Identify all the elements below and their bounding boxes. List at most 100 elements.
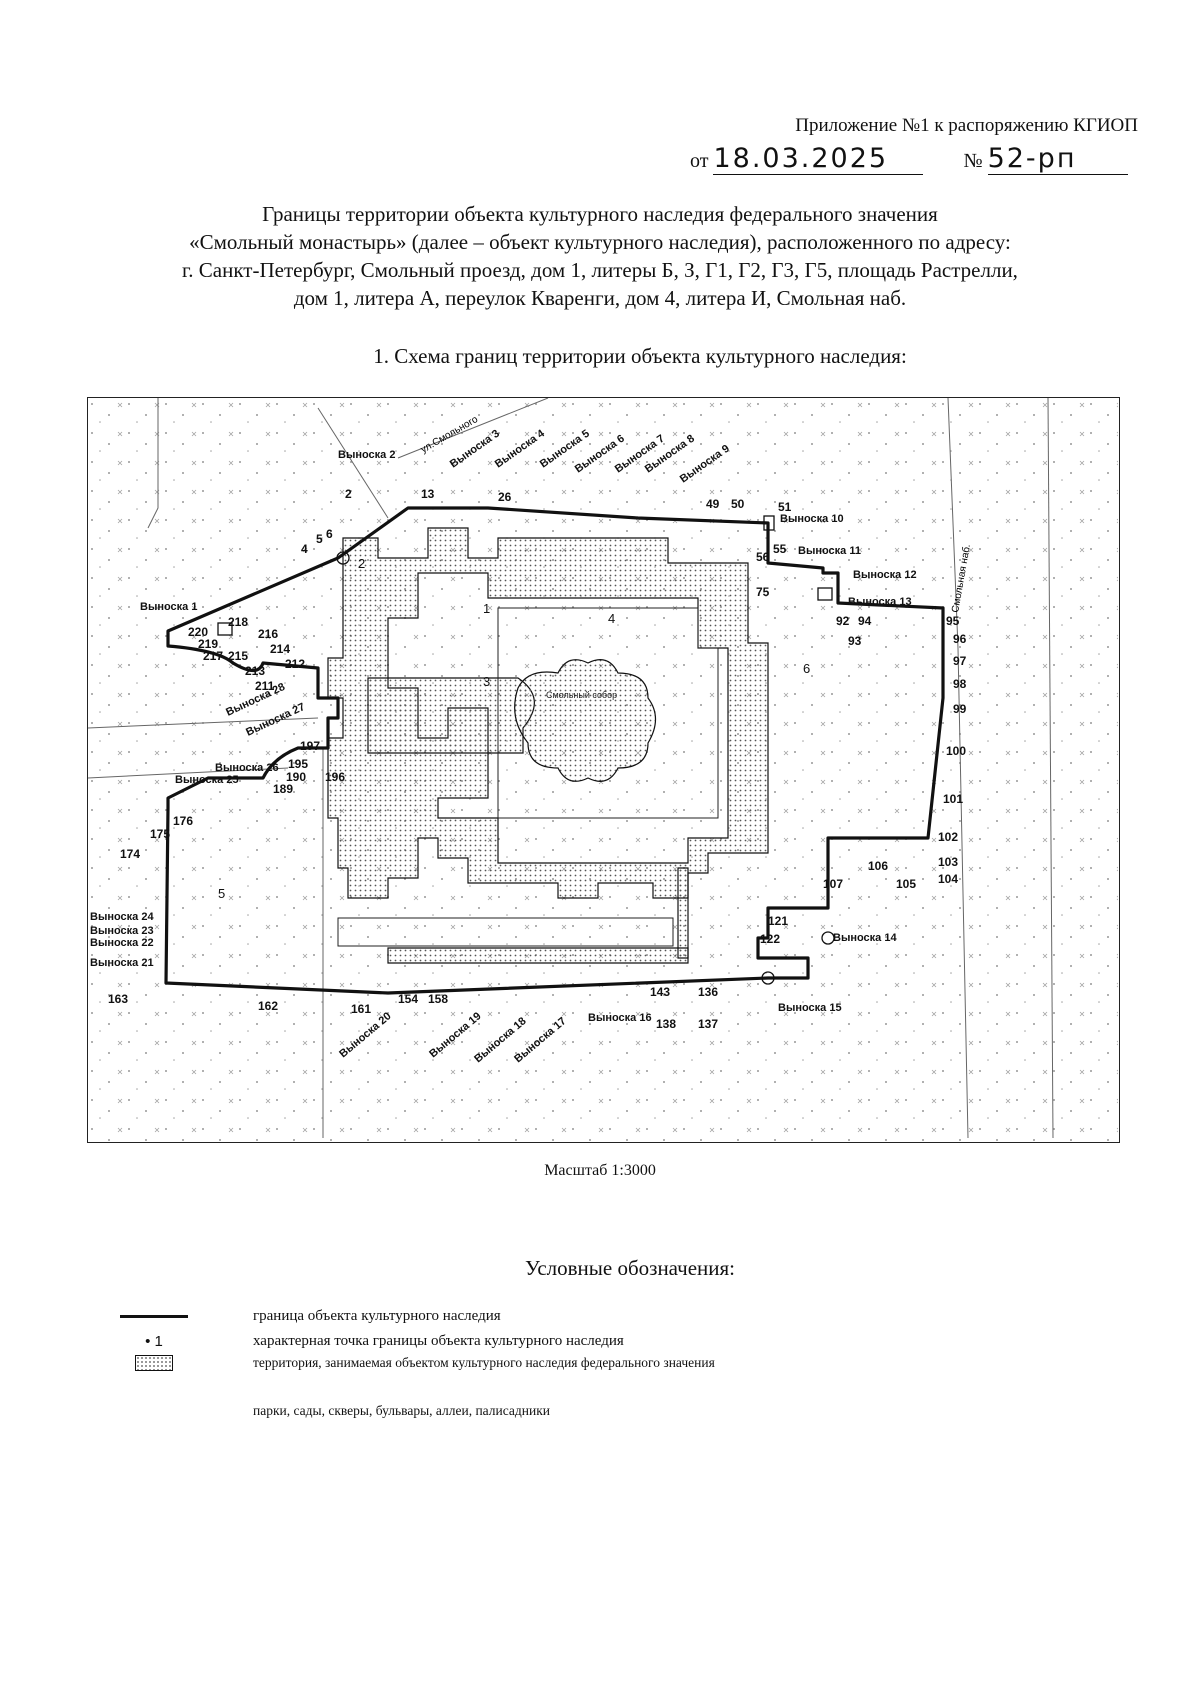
cathedral-outline [514, 659, 657, 782]
point-label: 138 [656, 1017, 676, 1031]
zone-label: 2 [358, 556, 365, 571]
vertex-markers [217, 515, 835, 985]
point-label: 162 [258, 999, 278, 1013]
point-label: 196 [325, 770, 345, 784]
document-title: Границы территории объекта культурного н… [60, 200, 1140, 312]
title-line-3: г. Санкт-Петербург, Смольный проезд, дом… [182, 258, 1018, 282]
legend-item-point: • 1 характерная точка границы объекта ку… [115, 1330, 624, 1352]
point-label: 122 [760, 932, 780, 946]
point-label: 143 [650, 985, 670, 999]
point-label: 174 [120, 847, 140, 861]
legend-title: Условные обозначения: [524, 1256, 736, 1280]
boundary-map: Смольный собор ул.Смольного Смольная наб… [87, 397, 1120, 1143]
point-label: 219 [198, 637, 218, 651]
point-label: 211 [255, 679, 275, 693]
point-label: 218 [228, 615, 248, 629]
callout-label: Выноска 1 [140, 601, 197, 613]
point-label: 13 [421, 487, 435, 501]
callout-label: Выноска 22 [90, 937, 154, 949]
heritage-territory [327, 527, 769, 964]
point-label: 163 [108, 992, 128, 1006]
zone-label: 4 [608, 611, 615, 626]
point-label: 103 [938, 855, 958, 869]
legend-label: территория, занимаемая объектом культурн… [253, 1355, 715, 1370]
point-label: 93 [848, 634, 862, 648]
point-label: 197 [300, 739, 320, 753]
number-prefix: № [963, 150, 983, 172]
point-label: 97 [953, 654, 967, 668]
point-label: 98 [953, 677, 967, 691]
point-label: 2 [345, 487, 352, 501]
callout-label: Выноска 23 [90, 925, 154, 937]
callout-label: Выноска 15 [778, 1002, 842, 1014]
callout-label: Выноска 10 [780, 513, 844, 525]
zone-label: 1 [483, 601, 490, 616]
vertex-marker [217, 622, 233, 636]
title-line-2: «Смольный монастырь» (далее – объект кул… [189, 230, 1011, 254]
vertex-marker [761, 971, 775, 985]
point-label: 49 [706, 497, 720, 511]
point-label: 75 [756, 585, 770, 599]
point-label: 96 [953, 632, 967, 646]
point-label: 104 [938, 872, 958, 886]
order-date-number: от 18.03.2025 № 52-рп [690, 143, 1140, 175]
zone-label: 6 [803, 661, 810, 676]
point-label: 213 [245, 664, 265, 678]
callout-label: Выноска 13 [848, 596, 912, 608]
legend-symbol-empty [115, 1403, 193, 1419]
point-label: 101 [943, 792, 963, 806]
from-prefix: от [690, 150, 709, 172]
vertex-marker [336, 551, 350, 565]
point-label: 94 [858, 614, 872, 628]
vertex-marker [817, 587, 833, 601]
order-date: 18.03.2025 [713, 143, 924, 175]
point-label: 95 [946, 614, 960, 628]
vertex-marker [763, 515, 775, 531]
legend-symbol-point: • 1 [145, 1332, 163, 1350]
point-label: 50 [731, 497, 745, 511]
appendix-heading: Приложение №1 к распоряжению КГИОП [795, 115, 1138, 136]
point-label: 99 [953, 702, 967, 716]
point-label: 216 [258, 627, 278, 641]
callout-label: Выноска 26 [215, 762, 279, 774]
point-label: 106 [868, 859, 888, 873]
legend-label: парки, сады, скверы, бульвары, аллеи, па… [253, 1403, 551, 1418]
point-label: 158 [428, 992, 448, 1006]
order-number: 52-рп [987, 143, 1128, 175]
callout-label: Выноска 12 [853, 569, 917, 581]
point-label: 161 [351, 1002, 371, 1016]
point-label: 105 [896, 877, 916, 891]
map-drawing: Смольный собор ул.Смольного Смольная наб… [87, 397, 1118, 1141]
legend-item-territory: территория, занимаемая объектом культурн… [115, 1352, 715, 1374]
title-line-4: дом 1, литера А, переулок Кваренги, дом … [293, 286, 907, 310]
point-label: 190 [286, 770, 306, 784]
callout-label: Выноска 16 [588, 1012, 652, 1024]
point-label: 212 [285, 657, 305, 671]
point-label: 4 [301, 542, 308, 556]
zone-label: 5 [218, 886, 225, 901]
point-label: 175 [150, 827, 170, 841]
point-label: 51 [778, 500, 792, 514]
point-label: 215 [228, 649, 248, 663]
point-label: 56 [756, 550, 770, 564]
legend-item-parks: парки, сады, скверы, бульвары, аллеи, па… [115, 1400, 550, 1422]
legend-symbol-dotted-box [115, 1355, 193, 1371]
callout-label: Выноска 14 [833, 932, 897, 944]
callout-label: Выноска 24 [90, 911, 154, 923]
heritage-boundary-line [164, 506, 945, 995]
vertex-marker [821, 931, 835, 945]
point-label: 214 [270, 642, 290, 656]
point-label: 6 [326, 527, 333, 541]
legend-label: граница объекта культурного наследия [253, 1307, 501, 1324]
zone-labels: 1 2 3 4 5 6 [218, 556, 810, 901]
point-labels: 2 4 5 6 13 26 49 50 51 55 56 75 92 93 94… [108, 487, 967, 1031]
point-label: 102 [938, 830, 958, 844]
zone-label: 3 [483, 674, 490, 689]
point-label: 107 [823, 877, 843, 891]
callout-label: Выноска 11 [798, 545, 861, 557]
cathedral-label: Смольный собор [546, 690, 617, 700]
point-label: 195 [288, 757, 308, 771]
street-lines [87, 397, 1054, 1139]
point-label: 189 [273, 782, 293, 796]
zone-outlines [337, 607, 719, 947]
